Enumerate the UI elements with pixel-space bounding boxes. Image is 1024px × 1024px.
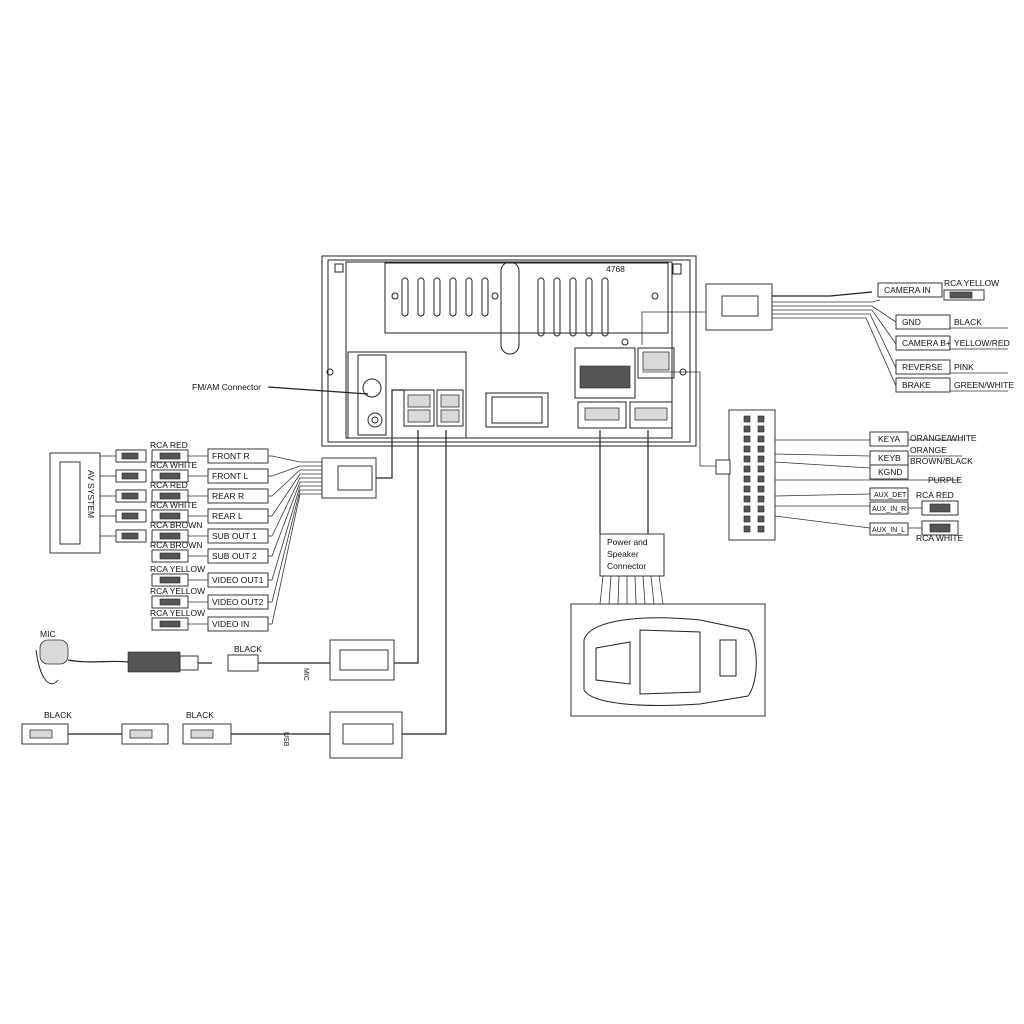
power-speaker-label-line2: Speaker bbox=[607, 549, 639, 559]
usb-tag: USB bbox=[282, 732, 289, 747]
camera-harness-row: CAMERA IN RCA YELLOW bbox=[877, 278, 999, 301]
usb-assembly: BLACK BLACK USB bbox=[21, 430, 447, 759]
camera-harness-color: PINK bbox=[954, 362, 974, 372]
keya-color: ORANGE/WHITE bbox=[910, 433, 977, 443]
power-speaker-label-line1: Power and bbox=[607, 537, 648, 547]
mic-cable-color: BLACK bbox=[234, 644, 262, 654]
rca-output-row: RCA RED FRONT R bbox=[100, 440, 272, 464]
rca-harness-bundle bbox=[271, 389, 404, 625]
aux-det-label: AUX_DET bbox=[874, 492, 907, 499]
av-connector-block bbox=[403, 389, 464, 427]
camera-harness-row: REVERSE PINK bbox=[895, 359, 1008, 375]
rca-output-label: SUB OUT 2 bbox=[212, 551, 257, 561]
fm-am-antenna-jack bbox=[357, 354, 387, 436]
rca-cable-color: RCA RED bbox=[150, 440, 188, 450]
camera-harness-label: CAMERA IN bbox=[884, 285, 931, 295]
rca-output-row: RCA BROWN SUB OUT 2 bbox=[150, 540, 272, 564]
rca-output-row: RCA YELLOW VIDEO IN bbox=[150, 608, 272, 632]
aux-connector-pins bbox=[743, 415, 765, 533]
camera-harness bbox=[641, 283, 897, 387]
av-system-label: AV SYSTEM bbox=[86, 470, 96, 518]
keya-label: KEYA bbox=[878, 434, 900, 444]
fm-am-connector-label: FM/AM Connector bbox=[192, 382, 261, 392]
rca-output-row: RCA YELLOW VIDEO OUT1 bbox=[150, 564, 272, 588]
camera-harness-color: BLACK bbox=[954, 317, 982, 327]
power-speaker-connector: Power and Speaker Connector bbox=[570, 430, 766, 717]
mic-label: MIC bbox=[40, 629, 56, 639]
vent-slots-right bbox=[537, 277, 609, 337]
camera-harness-label: CAMERA B+ bbox=[902, 338, 951, 348]
power-speaker-label-line3: Connector bbox=[607, 561, 646, 571]
aux-det-color: RCA RED bbox=[916, 490, 954, 500]
aux-in-r-label: AUX_IN_R bbox=[872, 506, 906, 513]
rca-cable-color: RCA YELLOW bbox=[150, 586, 205, 596]
keyb-color-bottom: BROWN/BLACK bbox=[910, 456, 973, 466]
rca-cable-color: RCA BROWN bbox=[150, 520, 202, 530]
rca-output-row: RCA YELLOW VIDEO OUT2 bbox=[150, 586, 272, 610]
camera-harness-row: CAMERA B+YELLOW/RED bbox=[895, 335, 1010, 351]
head-unit-outer bbox=[321, 255, 697, 447]
rca-output-label: VIDEO OUT2 bbox=[212, 597, 264, 607]
keyb-label: KEYB bbox=[878, 453, 901, 463]
rca-output-row: RCA RED REAR R bbox=[100, 480, 272, 504]
av-system-device: AV SYSTEM bbox=[49, 452, 101, 554]
kgnd-label: KGND bbox=[878, 467, 903, 477]
rca-cable-color: RCA WHITE bbox=[150, 460, 198, 470]
rca-output-row: RCA BROWN SUB OUT 1 bbox=[100, 520, 272, 544]
aux-harness bbox=[642, 371, 960, 541]
rca-outputs: RCA RED FRONT R RCA WHITE FRONT L RCA RED REA… bbox=[100, 440, 272, 632]
rca-output-row: RCA WHITE REAR L bbox=[100, 500, 272, 524]
camera-harness-label: BRAKE bbox=[902, 380, 931, 390]
rca-output-label: VIDEO IN bbox=[212, 619, 249, 629]
rca-output-row: RCA WHITE FRONT L bbox=[100, 460, 272, 484]
aux-in-l-label: AUX_IN_L bbox=[872, 527, 905, 534]
model-number: 4768 bbox=[606, 264, 625, 274]
rca-output-label: FRONT R bbox=[212, 451, 250, 461]
rca-cable-color: RCA YELLOW bbox=[150, 608, 205, 618]
camera-harness-color: GREEN/WHITE bbox=[954, 380, 1014, 390]
camera-harness-color: YELLOW/RED bbox=[954, 338, 1010, 348]
car-icon bbox=[583, 617, 757, 706]
usb-cable-right: BLACK bbox=[186, 710, 214, 720]
camera-harness-rows: CAMERA IN RCA YELLOW GND BLACK CAMERA B+YELL… bbox=[877, 278, 1014, 393]
camera-harness-row: BRAKE GREEN/WHITE bbox=[895, 377, 1014, 393]
rca-output-label: VIDEO OUT1 bbox=[212, 575, 264, 585]
mic-assembly: MIC BLACK MIC bbox=[35, 430, 419, 685]
head-unit-inner bbox=[327, 259, 691, 443]
head-unit: 4768 bbox=[321, 255, 697, 447]
rca-output-label: SUB OUT 1 bbox=[212, 531, 257, 541]
rca-output-label: REAR R bbox=[212, 491, 244, 501]
rca-cable-color: RCA BROWN bbox=[150, 540, 202, 550]
camera-harness-row: GND BLACK bbox=[895, 314, 1008, 330]
mic-tag: MIC bbox=[302, 668, 309, 681]
rca-output-label: REAR L bbox=[212, 511, 243, 521]
power-connector-block bbox=[574, 347, 675, 429]
kgnd-color: PURPLE bbox=[928, 475, 962, 485]
keyb-color-top: ORANGE bbox=[910, 445, 947, 455]
rca-cable-color: RCA WHITE bbox=[150, 500, 198, 510]
rca-cable-color: RCA YELLOW bbox=[150, 564, 205, 574]
camera-harness-label: REVERSE bbox=[902, 362, 943, 372]
aux-in-l-color: RCA WHITE bbox=[916, 533, 964, 543]
vent-slots-left bbox=[401, 277, 489, 317]
rca-output-label: FRONT L bbox=[212, 471, 248, 481]
camera-harness-label: GND bbox=[902, 317, 921, 327]
usb-cable-left: BLACK bbox=[44, 710, 72, 720]
mic-icon bbox=[39, 639, 69, 665]
camera-harness-color: RCA YELLOW bbox=[944, 278, 999, 288]
rca-cable-color: RCA RED bbox=[150, 480, 188, 490]
